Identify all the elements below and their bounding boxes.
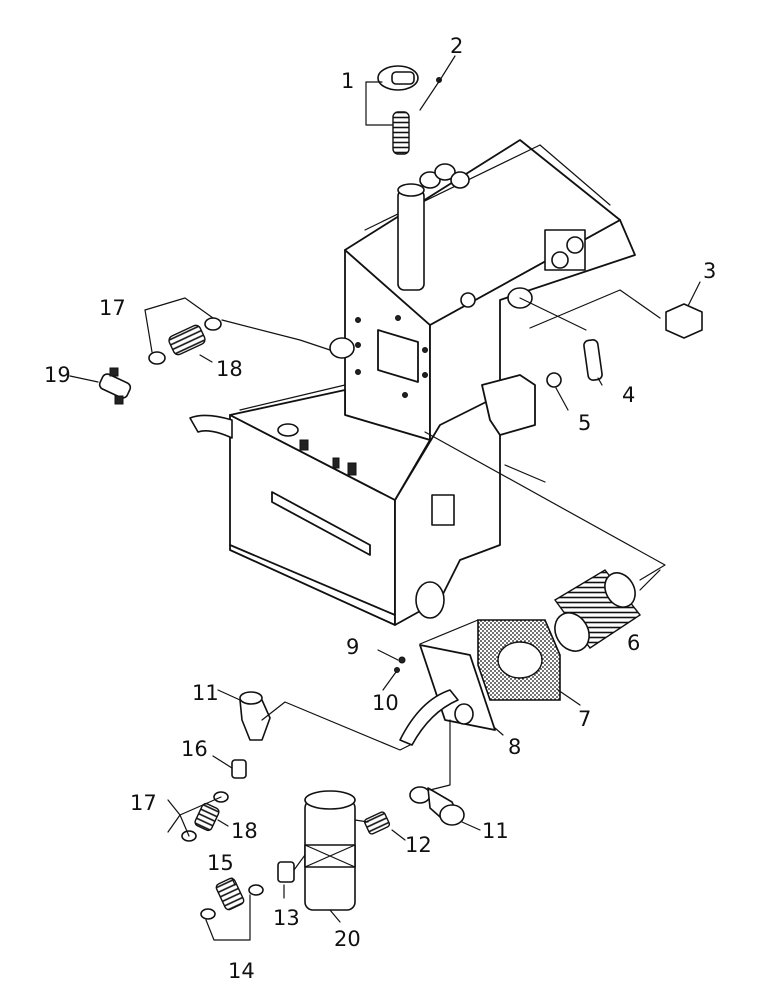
callout-label: 6 [627, 631, 640, 655]
callout-label: 7 [578, 707, 591, 731]
callout-label: 20 [334, 927, 361, 951]
suction-pipe-stub [189, 414, 233, 439]
callout-label: 19 [44, 363, 71, 387]
callout-label: 3 [703, 259, 716, 283]
washer-9 [398, 656, 406, 664]
reservoir-top-face [229, 389, 431, 501]
breather-cap [277, 423, 299, 437]
callout-label: 11 [482, 819, 509, 843]
callout-label: 9 [346, 635, 359, 659]
hinge-lug [419, 171, 441, 189]
suction-filter [553, 569, 642, 652]
hose-clamp-left [204, 317, 222, 331]
lower-port [415, 581, 445, 619]
callout-label: 11 [192, 681, 219, 705]
elbow-fitting-lower [409, 786, 465, 826]
bolt-10 [394, 667, 400, 673]
callout-label: 16 [181, 737, 208, 761]
hose-clamp-lower [248, 884, 264, 896]
cover-pipe [399, 689, 459, 746]
dust-cap [665, 303, 703, 339]
callout-label: 13 [273, 906, 300, 930]
callout-label: 2 [450, 34, 463, 58]
level-gauge [583, 339, 603, 381]
port-plate [431, 494, 455, 526]
tee-fitting [98, 367, 132, 405]
callout-label: 4 [622, 383, 635, 407]
hose-section-lower [215, 877, 245, 911]
callout-label: 8 [508, 735, 521, 759]
leader-lines [69, 55, 701, 941]
callout-label: 18 [216, 357, 243, 381]
callout-label: 18 [231, 819, 258, 843]
callout-label: 5 [578, 411, 591, 435]
level-slot [271, 491, 371, 556]
callout-labels: 1 2 3 4 5 6 7 8 9 10 11 11 12 13 14 15 1… [44, 34, 716, 983]
filter-adapter [277, 861, 295, 883]
adapter-fitting [231, 759, 247, 779]
cover-plate [419, 644, 496, 731]
callout-label: 17 [130, 791, 157, 815]
filler-neck [397, 189, 425, 291]
strainer-basket [392, 111, 410, 155]
hose-section [194, 802, 220, 832]
callout-label: 10 [372, 691, 399, 715]
callout-label: 14 [228, 959, 255, 983]
hose-section-left [168, 324, 206, 356]
return-port [329, 337, 355, 359]
callout-label: 12 [405, 833, 432, 857]
hose-nipple [363, 811, 391, 835]
elbow-fitting-upper [239, 699, 271, 741]
return-filter [304, 790, 356, 911]
callout-label: 1 [341, 69, 354, 93]
callout-label: 17 [99, 296, 126, 320]
callout-label: 15 [207, 851, 234, 875]
access-opening [377, 329, 419, 383]
drain-plug [546, 372, 562, 388]
side-bracket [481, 374, 536, 436]
hydraulic-tank [189, 139, 636, 626]
